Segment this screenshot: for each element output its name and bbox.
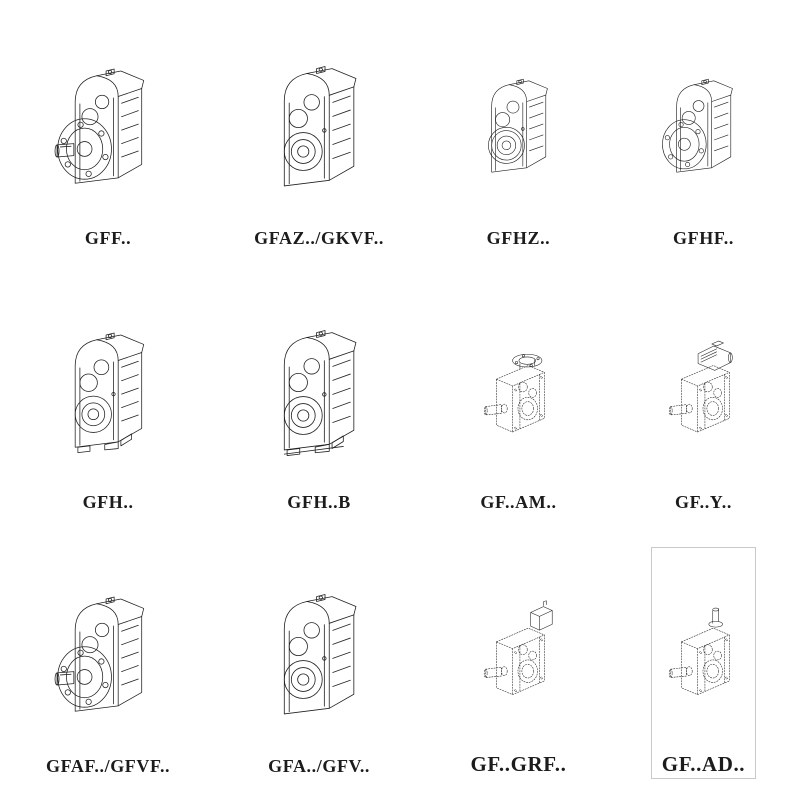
model-label: GFHZ.. [486,228,551,248]
gearbox-cell-gfhz: GFHZ.. [466,19,571,251]
gearbox-drawing-flange-hollow [653,21,754,227]
gearbox-cell-gf-am: GF..AM.. [466,283,571,515]
gearbox-drawing-phantom-adapter-flange [468,285,569,491]
model-label: GFAZ../GKVF.. [254,228,384,248]
model-label: GFA../GFV.. [268,756,371,776]
model-label: GF..AD.. [661,752,746,776]
gearbox-drawing-hollow-shrink [468,21,569,227]
gearbox-drawing-hollow-bore [254,549,384,755]
model-label: GF..GRF.. [470,752,567,776]
model-label: GFHF.. [673,228,734,248]
gearbox-cell-gfh-b: GFH..B [252,283,386,515]
gearbox-drawing-foot-hollow-b [254,285,384,491]
gearbox-cell-gfa-gfv: GFA../GFV.. [252,547,386,779]
model-label: GF..AM.. [480,492,557,512]
gearbox-cell-gf-grf: GF..GRF.. [466,547,571,779]
gearbox-drawing-phantom-input-shaft [653,549,754,752]
gearbox-drawing-flange-shaft [46,549,170,755]
gearbox-cell-gff: GFF.. [44,19,172,251]
gearbox-drawing-flange-shaft [46,21,170,227]
gearbox-cell-gfh: GFH.. [44,283,172,515]
gearbox-drawing-phantom-primary-reducer [468,549,569,752]
model-label: GFH.. [82,492,134,512]
model-label: GFAF../GFVF.. [46,756,171,776]
gearbox-cell-gfhf: GFHF.. [651,19,756,251]
gearbox-drawing-phantom-motor [653,285,754,491]
gearbox-cell-gfaf-gfvf: GFAF../GFVF.. [44,547,172,779]
model-label: GFH..B [287,492,351,512]
gearbox-cell-gf-y: GF..Y.. [651,283,756,515]
model-label: GF..Y.. [675,492,732,512]
gearbox-cell-gf-ad: GF..AD.. [650,547,756,779]
model-label: GFF.. [84,228,132,248]
gearbox-drawing-foot-hollow [46,285,170,491]
gearbox-cell-gfaz-gkvf: GFAZ../GKVF.. [252,19,386,251]
gearbox-drawing-hollow-bore [254,21,384,227]
